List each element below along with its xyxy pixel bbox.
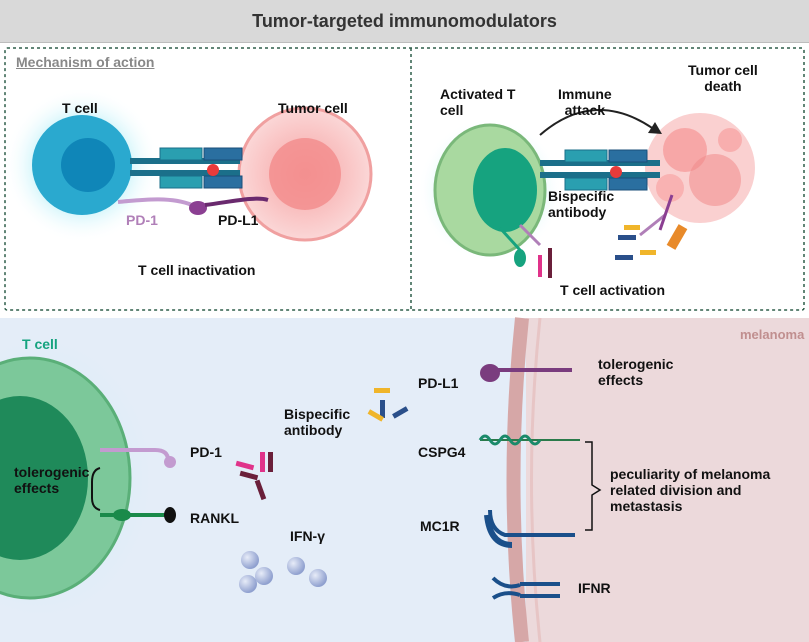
ifn-gamma-molecules [239,551,327,593]
activation-caption: T cell activation [560,282,666,298]
rankl-label: RANKL [190,510,239,526]
antibody-complex-right [540,149,660,191]
bottom-antibodies [235,388,409,501]
melanoma-receptors [478,364,580,600]
mechanism-heading: Mechanism of action [16,54,155,70]
top-panel [4,47,805,311]
ifn-gamma-label: IFN-γ [290,528,325,544]
figure-title: Tumor-targeted immunomodulators [252,11,557,31]
mc1r-label: MC1R [420,518,460,534]
immune-attack-arrow [539,109,656,136]
pdl1-label: PD-L1 [218,212,259,228]
bispecific-top-label: Bispecific antibody [548,188,615,221]
ifnr-label: IFNR [578,580,611,596]
tumor-death-graphic [645,113,755,223]
tumor-cell-label: Tumor cell [278,100,348,116]
pd1-pdl1-interaction [117,196,269,215]
inactivation-caption: T cell inactivation [138,262,256,278]
melanoma-label: melanoma [740,327,805,342]
pd1-label: PD-1 [126,212,158,228]
immune-attack-arrowhead [648,122,662,134]
tumor-cell-graphic [237,106,373,242]
title-bar [0,0,809,43]
tumor-death-label: Tumor cell death [688,62,758,95]
antibody-complex-left [130,147,243,189]
activated-t-cell-label: Activated T cell [440,86,516,119]
bottom-bispecific-label: Bispecific antibody [284,406,351,439]
t-cell-label: T cell [62,100,98,116]
immune-attack-label: Immune attack [558,86,612,119]
t-cell-graphic [4,87,160,243]
tolerogenic-left-label: tolerogenic effects [14,464,90,497]
peculiarity-bracket [585,441,602,531]
bottom-pd1-label: PD-1 [190,444,222,460]
bottom-receptors [91,448,176,523]
bottom-t-cell-label: T cell [22,336,58,352]
tolerogenic-right-label: tolerogenic effects [598,356,674,389]
bottom-t-cell-graphic [0,328,160,628]
bispecific-antibodies-top [498,194,688,278]
peculiarity-label: peculiarity of melanoma related division… [610,466,771,515]
bottom-pdl1-label: PD-L1 [418,375,459,391]
activated-t-cell-graphic [418,118,562,262]
cspg4-label: CSPG4 [418,444,466,460]
